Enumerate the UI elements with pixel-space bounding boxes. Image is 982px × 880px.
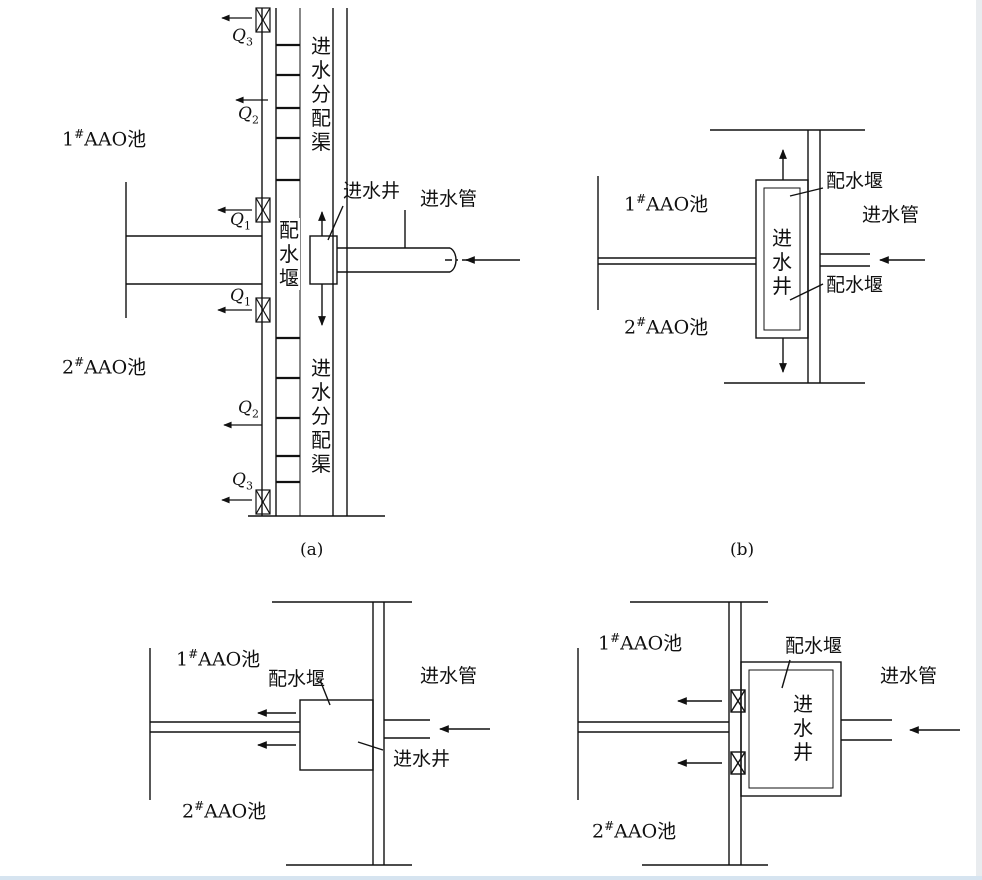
c-pool1-label: 1#AAO池 [176, 648, 260, 669]
d-pool1-text: AAO池 [620, 632, 683, 655]
q-index: 2 [251, 113, 259, 127]
d-pool2-num: 2 [592, 820, 605, 843]
a-flow-q2-bottom: Q2 [238, 398, 259, 421]
a-pool1-num: 1 [62, 128, 75, 151]
q-index: 1 [243, 219, 251, 233]
a-weir-char: 配 [279, 218, 299, 242]
a-inlet-well-label: 进水井 [343, 180, 401, 202]
b-pool1-num: 1 [624, 193, 637, 216]
d-inlet-pipe-label: 进水管 [880, 665, 938, 687]
c-inlet-pipe-label: 进水管 [420, 665, 478, 687]
q-index: 2 [251, 407, 259, 421]
diagram-b [597, 129, 925, 384]
c-inlet-well-label: 进水井 [393, 748, 451, 770]
d-pool1-sup: # [610, 631, 621, 645]
b-pool1-text: AAO池 [646, 193, 709, 216]
b-inlet-pipe-label: 进水管 [862, 204, 920, 226]
q-index: 3 [245, 35, 253, 49]
q-symbol: Q [232, 470, 246, 490]
q-index: 1 [243, 295, 251, 309]
a-weir-char: 水 [279, 242, 299, 266]
a-flow-q3-bottom: Q3 [232, 470, 253, 493]
a-channel-char: 配 [311, 106, 331, 130]
a-pool2-num: 2 [62, 356, 75, 379]
b-well-label: 进 水 井 [771, 226, 793, 298]
b-weir-top-label: 配水堰 [826, 170, 884, 192]
q-symbol: Q [230, 210, 244, 230]
a-channel-char: 水 [311, 58, 331, 82]
d-pool2-sup: # [604, 819, 615, 833]
b-well-char: 水 [772, 250, 792, 274]
d-pool1-label: 1#AAO池 [598, 632, 682, 653]
a-flow-q2-top: Q2 [238, 104, 259, 127]
a-channel-char: 渠 [311, 130, 331, 154]
b-pool2-label: 2#AAO池 [624, 316, 708, 337]
c-pool2-label: 2#AAO池 [182, 800, 266, 821]
q-symbol: Q [232, 26, 246, 46]
a-pool1-sup: # [74, 127, 85, 141]
a-pool2-text: AAO池 [84, 356, 147, 379]
a-pool1-text: AAO池 [84, 128, 147, 151]
a-flow-q1-top: Q1 [230, 210, 251, 233]
d-pool1-num: 1 [598, 632, 611, 655]
q-symbol: Q [238, 398, 252, 418]
a-channel-bottom-label: 进 水 分 配 渠 [310, 356, 332, 476]
b-caption: (b) [730, 540, 755, 560]
channel-partitions [276, 43, 300, 484]
c-pool2-num: 2 [182, 800, 195, 823]
d-pool2-text: AAO池 [614, 820, 677, 843]
diagram-a [125, 7, 520, 517]
c-pool2-text: AAO池 [204, 800, 267, 823]
c-pool1-num: 1 [176, 648, 189, 671]
d-weir-label: 配水堰 [785, 635, 843, 657]
c-pool2-sup: # [194, 799, 205, 813]
d-well-char: 进 [793, 692, 813, 716]
a-flow-q3-top: Q3 [232, 26, 253, 49]
a-channel-top-label: 进 水 分 配 渠 [310, 34, 332, 154]
a-inlet-pipe-label: 进水管 [420, 188, 478, 210]
b-well-char: 井 [772, 274, 792, 298]
viewer-bottom-edge [0, 876, 982, 880]
a-channel-char: 进 [311, 34, 331, 58]
d-well-label: 进 水 井 [792, 692, 814, 764]
d-pool2-label: 2#AAO池 [592, 820, 676, 841]
gate-valves [255, 7, 271, 515]
a-channel-char: 水 [311, 380, 331, 404]
b-pool1-label: 1#AAO池 [624, 193, 708, 214]
a-pool1-label: 1#AAO池 [62, 128, 146, 149]
a-weir-label: 配 水 堰 [278, 218, 300, 290]
d-well-char: 井 [793, 740, 813, 764]
a-weir-char: 堰 [279, 266, 299, 290]
c-pool1-sup: # [188, 647, 199, 661]
b-pool2-num: 2 [624, 316, 637, 339]
b-pool2-text: AAO池 [646, 316, 709, 339]
b-pool2-sup: # [636, 315, 647, 329]
diagram-c [149, 601, 490, 866]
a-channel-char: 配 [311, 428, 331, 452]
a-channel-char: 进 [311, 356, 331, 380]
viewer-right-edge [976, 0, 982, 880]
a-caption: (a) [300, 540, 324, 560]
d-well-char: 水 [793, 716, 813, 740]
b-weir-bottom-label: 配水堰 [826, 274, 884, 296]
c-pool1-text: AAO池 [198, 648, 261, 671]
q-symbol: Q [230, 286, 244, 306]
c-weir-label: 配水堰 [268, 668, 326, 690]
b-pool1-sup: # [636, 192, 647, 206]
a-flow-q1-bottom: Q1 [230, 286, 251, 309]
q-index: 3 [245, 479, 253, 493]
a-channel-char: 分 [311, 404, 331, 428]
a-pool2-sup: # [74, 355, 85, 369]
a-channel-char: 分 [311, 82, 331, 106]
q-symbol: Q [238, 104, 252, 124]
outflow-arrows [217, 14, 268, 504]
diagram-d [577, 601, 960, 866]
a-channel-char: 渠 [311, 452, 331, 476]
b-well-char: 进 [772, 226, 792, 250]
a-pool2-label: 2#AAO池 [62, 356, 146, 377]
